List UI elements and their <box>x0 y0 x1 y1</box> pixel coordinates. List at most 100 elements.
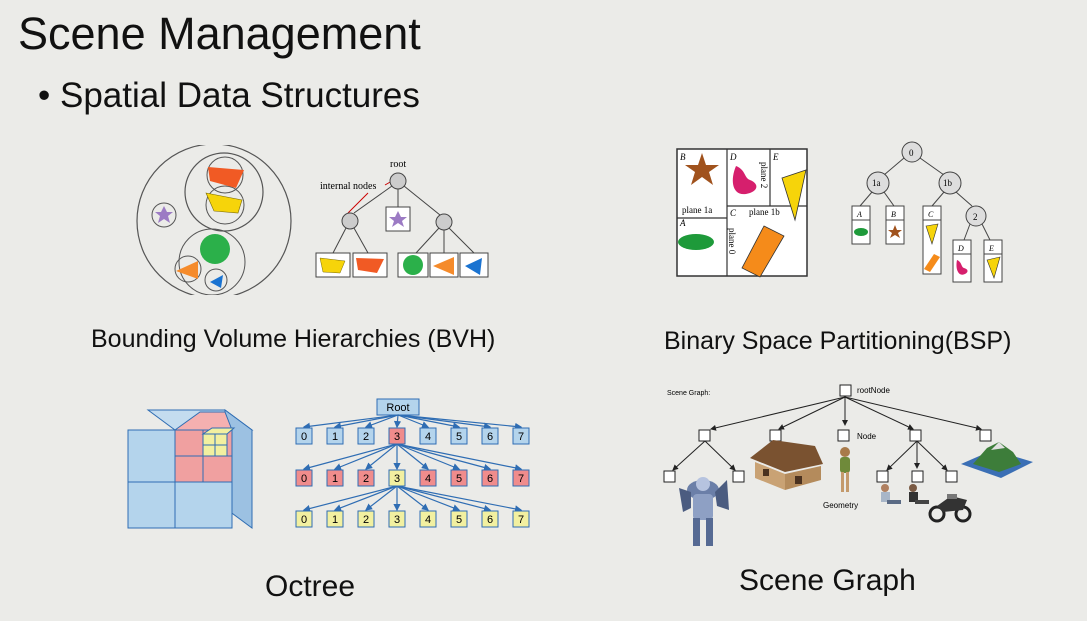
octree-edge <box>396 443 461 471</box>
octree-cube <box>127 409 254 529</box>
yellow-shape <box>205 192 243 214</box>
octree-node <box>357 469 375 487</box>
figure-model <box>840 447 850 492</box>
octree-edge <box>302 443 398 471</box>
scene-node <box>909 429 922 442</box>
blue-triangle <box>210 275 223 288</box>
tree-edge <box>919 157 945 176</box>
orange-triangle <box>176 261 198 279</box>
node-label: 0 <box>909 148 914 158</box>
scene-edges <box>672 396 982 471</box>
octree-node-label: 1 <box>332 431 338 443</box>
octree-node-label: 5 <box>456 431 462 443</box>
green-ellipse <box>678 234 714 250</box>
octree-node <box>481 469 499 487</box>
tree-edge <box>955 191 973 207</box>
tree-edge <box>415 227 440 254</box>
riders-model <box>881 484 972 523</box>
octree-node <box>419 469 437 487</box>
octree-node <box>326 427 344 445</box>
octree-edge <box>302 485 398 512</box>
octree-node <box>512 469 530 487</box>
octree-caption: Octree <box>265 570 356 603</box>
tree-edge <box>403 185 441 216</box>
octree-node-label: 2 <box>363 431 369 443</box>
tree-edge <box>332 227 347 254</box>
octree-edge <box>396 443 429 470</box>
octree-node-label: 0 <box>301 473 307 485</box>
octree-edge <box>396 443 523 472</box>
scene-graph-caption: Scene Graph <box>739 564 916 597</box>
node-label: 1b <box>943 178 953 188</box>
region-label: C <box>730 208 737 218</box>
green-circle <box>403 255 423 275</box>
bsp-node <box>866 171 890 195</box>
bsp-diagram: B D E A C plane 1a plane 1b plane 2 plan… <box>676 141 1003 283</box>
octree-node <box>419 510 437 528</box>
scene-node <box>698 429 711 442</box>
orange-shape <box>356 258 384 273</box>
octree-node <box>450 469 468 487</box>
yellow-shape <box>319 257 346 274</box>
orange-shape <box>208 167 244 188</box>
bullet-item: • Spatial Data Structures <box>38 76 420 115</box>
bsp-caption: Binary Space Partitioning(BSP) <box>664 327 1012 355</box>
tree-internal-node <box>341 212 359 230</box>
star-shape <box>155 206 173 223</box>
tree-edge <box>963 223 971 241</box>
bvh-top-volume <box>184 152 264 232</box>
octree-node-label: 6 <box>487 431 493 443</box>
octree-node-label: 7 <box>518 514 524 526</box>
bvh-volume <box>151 202 177 228</box>
root-node-label: rootNode <box>857 386 890 395</box>
scene-graph-label: Scene Graph: <box>667 390 710 397</box>
tree-edge <box>931 191 945 207</box>
bsp-node <box>938 171 962 195</box>
octree-edge <box>396 485 523 513</box>
octree-node <box>388 427 406 445</box>
octree-node <box>326 510 344 528</box>
octree-node <box>326 469 344 487</box>
octree-node-label: 3 <box>394 514 400 526</box>
scene-node <box>979 429 992 442</box>
node-label: 1a <box>872 178 881 188</box>
bvh-root-volume <box>136 145 292 295</box>
octree-node-label: 0 <box>301 431 307 443</box>
region-label: A <box>679 218 686 228</box>
slide-title: Scene Management <box>18 8 421 59</box>
octree-node <box>450 510 468 528</box>
pink-shape <box>956 260 968 275</box>
node-label: B <box>891 210 896 219</box>
node-label: A <box>856 210 862 219</box>
bvh-volume <box>205 185 245 225</box>
region-label: D <box>729 152 737 162</box>
bvh-root-label: root <box>390 159 406 170</box>
octree-edge <box>396 485 429 511</box>
tree-root-node <box>389 172 407 190</box>
scene-node <box>837 429 850 442</box>
tree-edge <box>353 227 369 254</box>
scene-node <box>732 470 745 483</box>
node-label: C <box>928 210 934 219</box>
octree-edge <box>365 485 398 511</box>
octree-node-label: 7 <box>518 473 524 485</box>
octree-edge <box>396 485 492 512</box>
star-icon <box>888 225 902 238</box>
tree-edge <box>981 223 991 241</box>
octree-node-label: 2 <box>363 473 369 485</box>
tree-internal-node <box>435 213 453 231</box>
octree-edge <box>364 414 399 429</box>
blue-triangle <box>465 258 482 275</box>
node-label: E <box>988 244 994 253</box>
octree-node-label: 1 <box>332 473 338 485</box>
bvh-diagram: root internal nodes <box>136 145 489 295</box>
octree-edge <box>393 414 402 429</box>
octree-edge <box>333 485 398 512</box>
bvh-volume <box>204 268 228 292</box>
octree-edges <box>302 414 523 513</box>
bvh-volume <box>174 255 202 283</box>
octree-node <box>388 510 406 528</box>
octree-node-label: 0 <box>301 514 307 526</box>
bsp-node <box>965 205 987 227</box>
